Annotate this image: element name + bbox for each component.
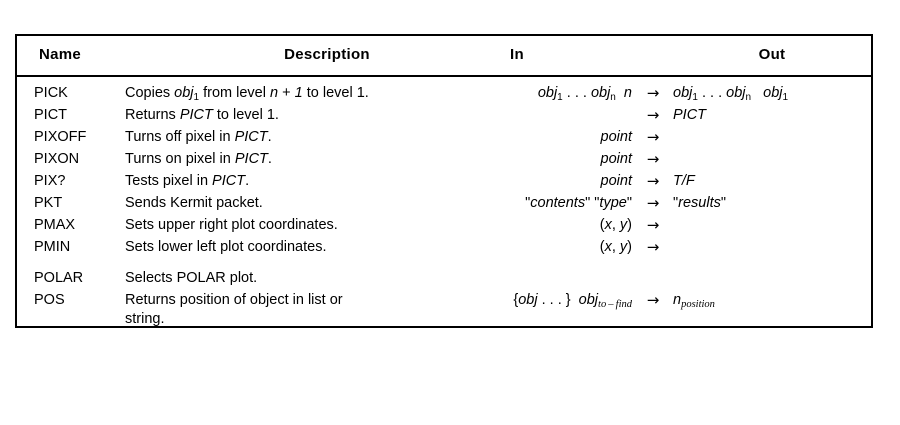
table-body: PICK Copies obj1 from level n + 1 to lev… [17, 77, 871, 331]
table-header-row: Name Description In Out [17, 36, 871, 77]
column-header-out: Out [758, 46, 786, 63]
cell-description: Sets lower left plot coordinates. [125, 239, 327, 255]
column-header-in: In [510, 46, 524, 63]
table-row: PIXOFF Turns off pixel in PICT. point → [17, 128, 871, 150]
cell-description: Turns on pixel in PICT. [125, 151, 272, 167]
cell-arrow: → [646, 128, 660, 146]
cell-in: "contents" "type" [525, 195, 632, 211]
cell-name: PMAX [34, 217, 76, 233]
cell-arrow: → [646, 216, 660, 234]
column-header-name: Name [39, 46, 82, 63]
cell-name: POS [34, 292, 65, 308]
cell-description: Returns PICT to level 1. [125, 107, 279, 123]
table-row: PMAX Sets upper right plot coordinates. … [17, 216, 871, 238]
command-reference-table: Name Description In Out PICK Copies obj1… [15, 34, 873, 328]
column-header-description: Description [284, 46, 370, 63]
cell-out: obj1 . . . objn obj1 [673, 85, 789, 103]
cell-out: "results" [673, 195, 727, 211]
cell-description: Selects POLAR plot. [125, 270, 258, 286]
table-row: PKT Sends Kermit packet. "contents" "typ… [17, 194, 871, 216]
cell-description: Copies obj1 from level n + 1 to level 1. [125, 85, 369, 103]
description-line-2: string. [125, 311, 165, 327]
cell-description: Tests pixel in PICT. [125, 173, 250, 189]
cell-name: PKT [34, 195, 63, 211]
table-row: PIXON Turns on pixel in PICT. point → [17, 150, 871, 172]
cell-name: PIXON [34, 151, 80, 167]
cell-name: PICT [34, 107, 68, 123]
cell-out: nposition [673, 292, 715, 310]
table-row: PICK Copies obj1 from level n + 1 to lev… [17, 84, 871, 106]
cell-description: Returns position of object in list or st… [125, 291, 455, 329]
cell-name: PIXOFF [34, 129, 87, 145]
table-row: POS Returns position of object in list o… [17, 291, 871, 331]
cell-description: Sends Kermit packet. [125, 195, 263, 211]
cell-out: PICT [673, 107, 707, 123]
cell-name: PICK [34, 85, 68, 101]
cell-in: (x, y) [599, 217, 632, 233]
cell-out: T/F [673, 173, 695, 189]
table-row: POLAR Selects POLAR plot. [17, 269, 871, 291]
cell-arrow: → [646, 291, 660, 309]
cell-arrow: → [646, 172, 660, 190]
cell-name: PMIN [34, 239, 71, 255]
cell-name: PIX? [34, 173, 66, 189]
cell-arrow: → [646, 84, 660, 102]
description-line-1: Returns position of object in list or [125, 292, 343, 308]
cell-name: POLAR [34, 270, 84, 286]
cell-description: Sets upper right plot coordinates. [125, 217, 338, 233]
cell-arrow: → [646, 194, 660, 212]
cell-in: {obj . . . } objto – find [513, 292, 632, 310]
cell-in: point [600, 173, 632, 189]
cell-arrow: → [646, 106, 660, 124]
cell-in: point [600, 129, 632, 145]
cell-arrow: → [646, 150, 660, 168]
table-row: PIX? Tests pixel in PICT. point → T/F [17, 172, 871, 194]
table-row: PMIN Sets lower left plot coordinates. (… [17, 238, 871, 260]
cell-in: point [600, 151, 632, 167]
cell-in: (x, y) [599, 239, 632, 255]
cell-arrow: → [646, 238, 660, 256]
table-row: PICT Returns PICT to level 1. → PICT [17, 106, 871, 128]
cell-in: obj1 . . . objn n [537, 85, 632, 103]
cell-description: Turns off pixel in PICT. [125, 129, 272, 145]
